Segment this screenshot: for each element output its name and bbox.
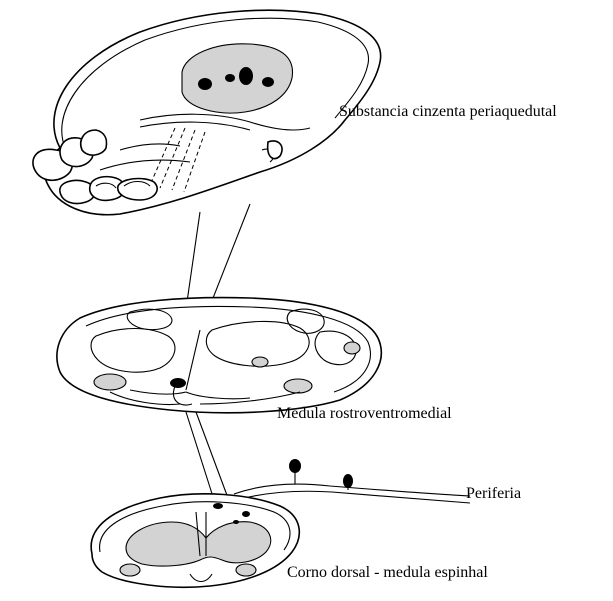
peripheral-nerve (234, 459, 470, 503)
pag-label: Substancia cinzenta periaquedutal (339, 104, 557, 120)
rvm-to-spinal-projections (186, 412, 228, 500)
rvm-section (57, 298, 381, 413)
dorsal-horn-label: Corno dorsal - medula espinhal (287, 565, 488, 581)
midbrain-section (33, 10, 381, 215)
peripheral-neuron-1 (289, 459, 301, 473)
rvm-nucleus-dot (170, 378, 186, 388)
periphery-label: Periferia (466, 486, 521, 502)
spinal-cord-section (91, 494, 299, 587)
peripheral-neuron-2 (343, 474, 353, 488)
rvm-label: Medula rostroventromedial (277, 406, 452, 422)
